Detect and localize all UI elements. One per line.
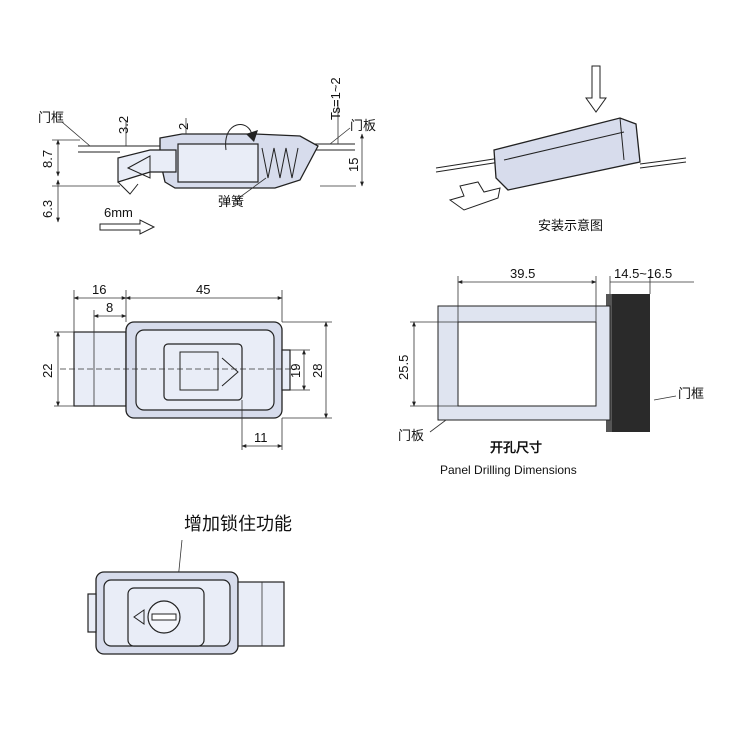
lock-caption: 增加锁住功能 xyxy=(184,514,292,535)
dim-15: 15 xyxy=(346,158,361,172)
dim-45: 45 xyxy=(196,282,210,297)
dim-8: 8 xyxy=(106,300,113,315)
dim-28: 28 xyxy=(310,364,325,378)
side-section-view: 门框 门板 弹簧 3.2 2 Ts=1~2 8.7 6.3 15 6mm xyxy=(38,77,376,235)
cutout-title-cn: 开孔尺寸 xyxy=(490,440,542,456)
spring-label: 弹簧 xyxy=(218,194,244,210)
dim-ts: Ts=1~2 xyxy=(328,77,343,120)
dim-6-3: 6.3 xyxy=(40,200,55,218)
travel-arrow-icon xyxy=(99,219,156,235)
dim-2: 2 xyxy=(176,123,191,130)
push-down-arrow-icon xyxy=(585,65,607,113)
installation-view: 安装示意图 xyxy=(435,65,687,234)
latch-perspective xyxy=(493,117,641,191)
door-panel-label-side: 门板 xyxy=(350,119,376,134)
dim-25-5: 25.5 xyxy=(396,355,411,380)
cutout-title-en: Panel Drilling Dimensions xyxy=(440,463,577,477)
cutout-view: 39.5 14.5~16.5 25.5 门框 门板 开孔尺寸 Panel Dri… xyxy=(396,266,704,477)
door-frame-label-side: 门框 xyxy=(38,111,64,126)
dim-22: 22 xyxy=(40,364,55,378)
dim-8-7: 8.7 xyxy=(40,150,55,168)
dim-3-2: 3.2 xyxy=(116,116,131,134)
lock-view: 增加锁住功能 xyxy=(87,514,292,655)
dim-11: 11 xyxy=(254,430,268,445)
spring-icon xyxy=(261,147,299,179)
install-caption: 安装示意图 xyxy=(538,218,603,234)
door-panel-label-cutout: 门板 xyxy=(398,429,424,444)
dim-14-5-16-5: 14.5~16.5 xyxy=(614,266,672,281)
travel-label: 6mm xyxy=(104,205,133,220)
dim-16: 16 xyxy=(92,282,106,297)
cutout-hole xyxy=(457,321,597,407)
front-view: 16 45 8 22 19 28 11 xyxy=(40,282,332,450)
dim-39-5: 39.5 xyxy=(510,266,535,281)
door-frame-block xyxy=(610,294,650,432)
door-frame-label-cutout: 门框 xyxy=(678,387,704,402)
rotate-arrow-icon xyxy=(225,124,253,151)
dim-19: 19 xyxy=(288,364,303,378)
